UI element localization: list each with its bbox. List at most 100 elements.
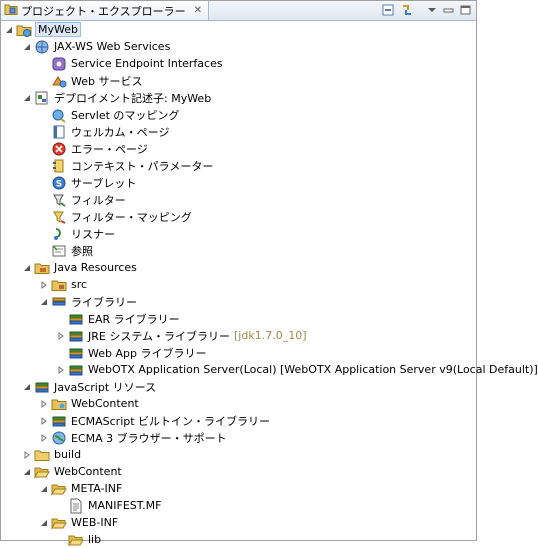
tree-item[interactable]: デプロイメント記述子: MyWeb <box>22 89 211 106</box>
tree-item-label: Servlet のマッピング <box>71 108 180 122</box>
tree-item[interactable]: リスナー <box>39 225 115 242</box>
collapse-all-icon[interactable] <box>381 3 396 17</box>
tree-item-decoration: [jdk1.7.0_10] <box>234 329 307 342</box>
tree-item[interactable]: WebContent <box>39 395 139 412</box>
collapsed-twistie-icon[interactable] <box>39 412 48 429</box>
tree-item[interactable]: Web App ライブラリー <box>56 344 206 361</box>
tree-item[interactable]: JavaScript リソース <box>22 378 156 395</box>
tree-item[interactable]: META-INF <box>39 480 122 497</box>
references-icon <box>51 243 67 259</box>
tree-item-label: JavaScript リソース <box>54 380 157 394</box>
tree-item[interactable]: MANIFEST.MF <box>56 497 161 514</box>
twistie-spacer <box>39 208 48 225</box>
library-icon <box>68 345 84 361</box>
tree-item-label: build <box>54 448 82 461</box>
tree-item[interactable]: ECMA 3 ブラウザー・サポート <box>39 429 227 446</box>
tree-item-label: JAX-WS Web Services <box>54 40 171 53</box>
project-explorer-tab[interactable]: プロジェクト・エクスプローラー ✕ <box>1 1 210 20</box>
tree-item-label: Service Endpoint Interfaces <box>71 57 223 70</box>
tree-item[interactable]: JAX-WS Web Services <box>22 38 170 55</box>
tree-item[interactable]: JRE システム・ライブラリー[jdk1.7.0_10] <box>56 327 307 344</box>
web-service-icon <box>51 73 67 89</box>
tree-item[interactable]: Servlet のマッピング <box>39 106 179 123</box>
twistie-spacer <box>39 242 48 259</box>
folder-open-icon <box>68 532 84 548</box>
twistie-spacer <box>56 497 65 514</box>
tree-item[interactable]: ウェルカム・ページ <box>39 123 169 140</box>
tree-item-label: コンテキスト・パラメーター <box>71 159 214 173</box>
tree-item-label: リスナー <box>71 227 115 241</box>
collapsed-twistie-icon[interactable] <box>39 429 48 446</box>
filter-mapping-icon <box>51 209 67 225</box>
tree-item[interactable]: lib <box>56 531 101 548</box>
expanded-twistie-icon[interactable] <box>4 21 13 38</box>
filter-icon <box>51 192 67 208</box>
tree-item-label: デプロイメント記述子: MyWeb <box>54 91 212 105</box>
tab-title: プロジェクト・エクスプローラー <box>21 4 186 18</box>
source-folder-icon <box>51 277 67 293</box>
tree-item-label: WebContent <box>54 465 122 478</box>
tree-item[interactable]: WEB-INF <box>39 514 118 531</box>
tree-item[interactable]: src <box>39 276 87 293</box>
collapsed-twistie-icon[interactable] <box>56 327 65 344</box>
tree-item[interactable]: Java Resources <box>22 259 137 276</box>
twistie-spacer <box>39 225 48 242</box>
tree-item-label: lib <box>88 533 102 546</box>
tree-item[interactable]: 参照 <box>39 242 93 259</box>
tree-item[interactable]: Web サービス <box>39 72 142 89</box>
expanded-twistie-icon[interactable] <box>22 38 31 55</box>
web-services-icon <box>34 39 50 55</box>
twistie-spacer <box>39 106 48 123</box>
tree-item-label: JRE システム・ライブラリー <box>88 329 231 343</box>
project-explorer-icon <box>4 2 18 19</box>
web-content-folder-icon <box>51 396 67 412</box>
expanded-twistie-icon[interactable] <box>39 293 48 310</box>
close-icon[interactable]: ✕ <box>193 5 203 16</box>
expanded-twistie-icon[interactable] <box>39 514 48 531</box>
tree-item[interactable]: WebContent <box>22 463 122 480</box>
tree-item-label: ECMAScript ビルトイン・ライブラリー <box>71 414 271 428</box>
library-icon <box>51 413 67 429</box>
collapsed-twistie-icon[interactable] <box>39 395 48 412</box>
maximize-icon[interactable] <box>458 3 473 17</box>
deployment-descriptor-icon <box>34 90 50 106</box>
tree-item[interactable]: フィルター <box>39 191 126 208</box>
expanded-twistie-icon[interactable] <box>22 463 31 480</box>
expanded-twistie-icon[interactable] <box>22 89 31 106</box>
tree-item[interactable]: コンテキスト・パラメーター <box>39 157 213 174</box>
tree-item-label: META-INF <box>71 482 123 495</box>
tree-item[interactable]: WebOTX Application Server(Local) [WebOTX… <box>56 361 538 378</box>
expanded-twistie-icon[interactable] <box>39 480 48 497</box>
tree-item[interactable]: EAR ライブラリー <box>56 310 180 327</box>
twistie-spacer <box>39 55 48 72</box>
tree-item-label: ライブラリー <box>71 295 137 309</box>
tree-item[interactable]: MyWeb <box>4 21 81 38</box>
tree-item-label: EAR ライブラリー <box>88 312 180 326</box>
tree-item[interactable]: Service Endpoint Interfaces <box>39 55 223 72</box>
welcome-page-icon <box>51 124 67 140</box>
tree-item[interactable]: ECMAScript ビルトイン・ライブラリー <box>39 412 270 429</box>
file-icon <box>68 498 84 514</box>
collapsed-twistie-icon[interactable] <box>39 276 48 293</box>
javascript-resources-icon <box>34 379 50 395</box>
twistie-spacer <box>39 174 48 191</box>
view-menu-icon[interactable] <box>425 3 440 17</box>
minimize-icon[interactable] <box>441 3 456 17</box>
collapsed-twistie-icon[interactable] <box>22 446 31 463</box>
link-editor-icon[interactable] <box>400 3 415 17</box>
servlet-icon: S <box>51 175 67 191</box>
twistie-spacer <box>56 531 65 548</box>
tree-item[interactable]: エラー・ページ <box>39 140 148 157</box>
expanded-twistie-icon[interactable] <box>22 378 31 395</box>
tree-item[interactable]: ライブラリー <box>39 293 137 310</box>
tree-item[interactable]: build <box>22 446 81 463</box>
tree-item[interactable]: フィルター・マッピング <box>39 208 192 225</box>
view-tab-bar: プロジェクト・エクスプローラー ✕ <box>1 1 476 21</box>
library-icon <box>68 362 84 378</box>
globe-library-icon <box>51 430 67 446</box>
error-page-icon <box>51 141 67 157</box>
tree-item-label: WEB-INF <box>71 516 119 529</box>
expanded-twistie-icon[interactable] <box>22 259 31 276</box>
collapsed-twistie-icon[interactable] <box>56 361 65 378</box>
